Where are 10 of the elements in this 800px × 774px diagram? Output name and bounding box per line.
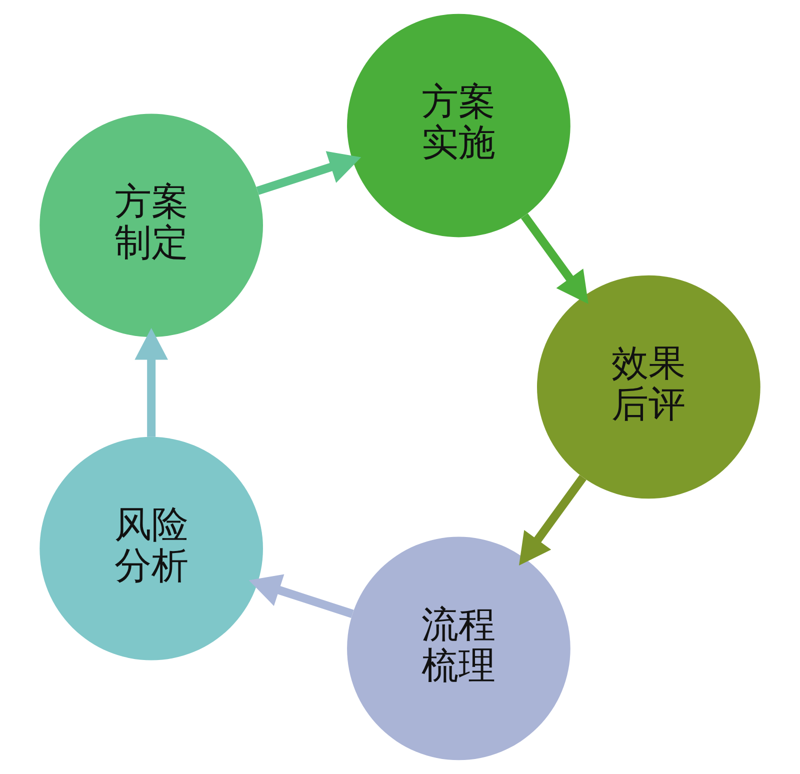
- arrow: [518, 474, 586, 566]
- node-circle: 方案实施: [347, 14, 570, 238]
- arrow: [520, 213, 588, 304]
- node-circle: 风险分析: [40, 436, 263, 660]
- node-circle: 方案制定: [40, 114, 263, 338]
- arrow: [256, 151, 362, 195]
- node-circle: 流程梳理: [347, 536, 570, 760]
- arrow: [134, 328, 168, 437]
- arrow: [248, 574, 354, 618]
- node-circle: 效果后评: [537, 275, 760, 499]
